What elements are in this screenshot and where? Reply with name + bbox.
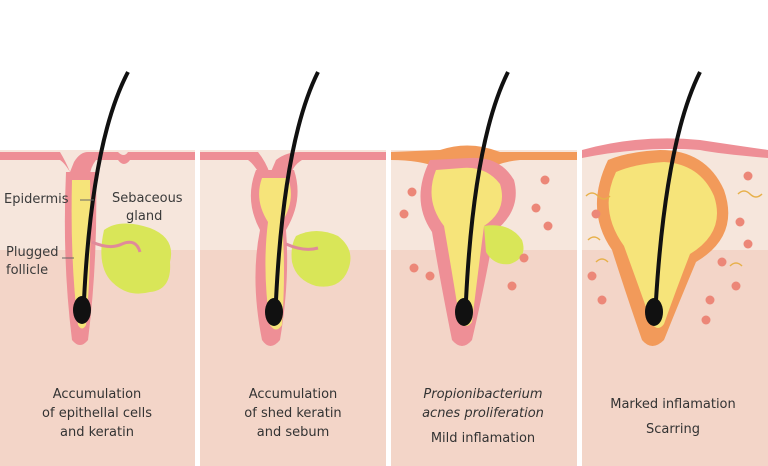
stage-3-caption: Propionibacterium acnes proliferation Mi… <box>398 385 568 448</box>
stage-2-line2: of shed keratin <box>208 404 378 423</box>
plugged-label-line1: Plugged <box>6 244 58 261</box>
stage-3-line1: Propionibacterium <box>398 385 568 404</box>
stage-1-line1: Accumulation <box>12 385 182 404</box>
stage-4-line2: Scarring <box>588 420 758 439</box>
stage-3-line2-text: acnes proliferation <box>422 406 544 421</box>
stage-2-caption: Accumulation of shed keratin and sebum <box>208 385 378 442</box>
stage-2-line1: Accumulation <box>208 385 378 404</box>
stage-1-caption: Accumulation of epithellal cells and ker… <box>12 385 182 442</box>
stage-3-line3: Mild inflamation <box>398 429 568 448</box>
stage-4-line1: Marked inflamation <box>588 395 758 414</box>
plugged-label-line2: follicle <box>6 262 48 279</box>
stage-3-line2: acnes proliferation <box>398 404 568 423</box>
stage-1-line2: of epithellal cells <box>12 404 182 423</box>
stage-1-line3: and keratin <box>12 423 182 442</box>
sebaceous-label-line2: gland <box>126 208 162 225</box>
stage-4-caption: Marked inflamation Scarring <box>588 395 758 439</box>
stage-2-line3: and sebum <box>208 423 378 442</box>
epidermis-label: Epidermis <box>4 191 69 208</box>
sebaceous-label-line1: Sebaceous <box>112 190 183 207</box>
